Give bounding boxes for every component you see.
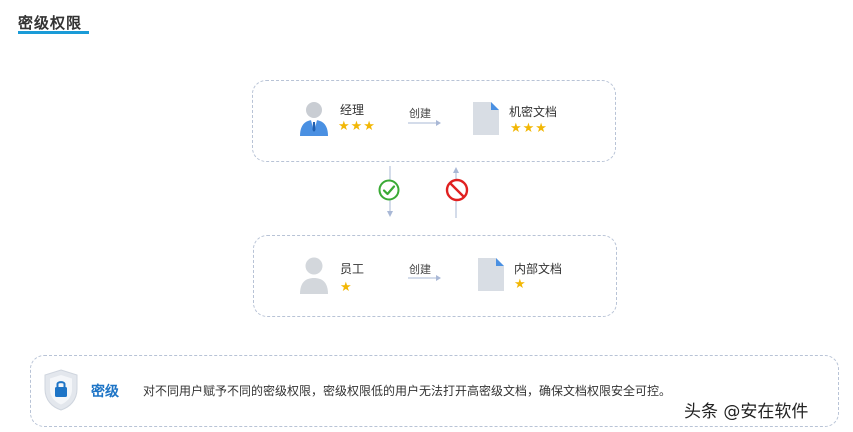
employee-label: 员工 xyxy=(340,262,365,276)
notice-text: 对不同用户赋予不同的密级权限，密级权限低的用户无法打开高密级文档，确保文档权限安… xyxy=(143,384,672,398)
manager-stars: ★★★ xyxy=(338,119,376,134)
shield-lock-icon xyxy=(44,369,78,411)
document-icon xyxy=(478,258,504,291)
create-label-bottom: 创建 xyxy=(409,263,431,276)
section-title: 密级权限 xyxy=(18,14,83,32)
create-label-top: 创建 xyxy=(409,107,431,120)
prohibited-icon xyxy=(445,178,469,202)
arrow-right-icon xyxy=(408,275,441,281)
employee-stars: ★ xyxy=(340,280,353,295)
internal-doc-label: 内部文档 xyxy=(514,262,563,276)
title-underline xyxy=(18,31,89,34)
document-icon xyxy=(473,102,499,135)
notice-box xyxy=(30,355,839,427)
notice-title: 密级 xyxy=(91,384,119,400)
check-icon xyxy=(378,179,400,201)
internal-doc-stars: ★ xyxy=(514,277,527,292)
confidential-doc-stars: ★★★ xyxy=(510,121,548,136)
confidential-doc-label: 机密文档 xyxy=(509,105,558,119)
employee-avatar-icon xyxy=(300,257,328,294)
manager-avatar-icon xyxy=(300,102,328,136)
arrow-right-icon xyxy=(408,120,441,126)
watermark: 头条 @安在软件 xyxy=(684,402,809,422)
manager-label: 经理 xyxy=(340,103,365,117)
employee-box xyxy=(253,235,617,317)
